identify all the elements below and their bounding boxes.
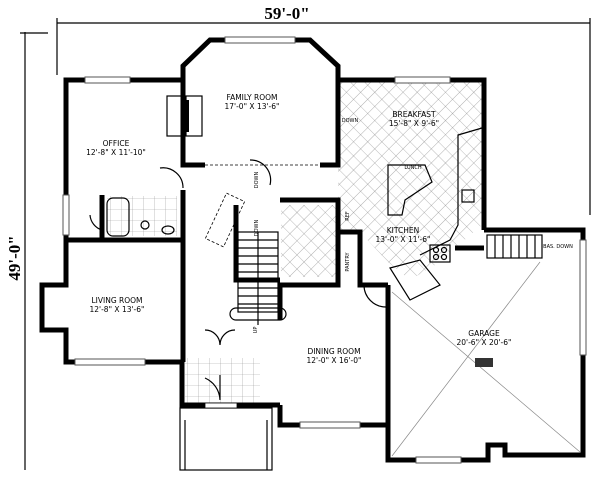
fireplace <box>166 95 203 137</box>
garage-ceiling-lines <box>391 261 581 457</box>
width-dimension: 59'-0" <box>56 4 591 215</box>
bathtub-icon <box>106 197 130 237</box>
kitchen-island <box>387 164 433 216</box>
garage-name: GARAGE <box>468 329 500 338</box>
kitchen-counters <box>387 127 483 263</box>
breakfast-size: 15'-8" X 9'-6" <box>389 119 439 128</box>
laundry-tile <box>281 205 337 277</box>
family-room-name: FAMILY ROOM <box>226 93 277 102</box>
bath-tile <box>107 196 177 236</box>
interior-walls <box>66 80 484 362</box>
down-label: DOWN <box>342 118 359 124</box>
main-staircase <box>204 192 287 325</box>
front-porch <box>179 402 273 471</box>
kitchen-name: KITCHEN <box>387 226 420 235</box>
doors <box>89 159 387 401</box>
pantry-label: PANTRY <box>345 251 351 271</box>
windows <box>62 36 587 464</box>
breakfast-kitchen-tile <box>338 82 482 280</box>
kitchen-size: 13'-0" X 11'-6" <box>376 235 431 244</box>
basement-staircase <box>389 234 543 301</box>
sink-icon <box>161 225 175 235</box>
living-room-name: LIVING ROOM <box>91 296 142 305</box>
width-dimension-label: 59'-0" <box>264 4 309 23</box>
garage-size: 20'-6" X 20'-6" <box>457 338 512 347</box>
ref-label: REF <box>345 211 351 221</box>
depth-dimension: 49'-0" <box>5 32 48 470</box>
foyer-tile <box>185 358 260 403</box>
stair-up-label: UP <box>253 327 259 334</box>
living-room-size: 12'-8" X 13'-6" <box>90 305 145 314</box>
basement-down-label: BAS. DOWN <box>543 244 573 250</box>
family-room-size: 17'-0" X 13'-6" <box>225 102 280 111</box>
stair-down-label-2: DOWN <box>254 220 260 237</box>
room-labels: FAMILY ROOM 17'-0" X 13'-6" OFFICE 12'-8… <box>86 93 573 365</box>
breakfast-name: BREAKFAST <box>392 110 436 119</box>
bathroom-fixtures <box>106 197 175 237</box>
garage-vent <box>475 358 493 367</box>
cooktop-icon <box>429 244 451 263</box>
office-size: 12'-8" X 11'-10" <box>86 148 146 157</box>
lunch-label: LUNCH <box>404 165 421 171</box>
stair-down-label: DOWN <box>254 172 260 189</box>
office-name: OFFICE <box>103 139 130 148</box>
toilet-icon <box>140 220 150 230</box>
depth-dimension-label: 49'-0" <box>5 235 24 280</box>
sink-icon <box>461 189 475 203</box>
dining-room-size: 12'-0" X 16'-0" <box>307 356 362 365</box>
dining-room-name: DINING ROOM <box>307 347 360 356</box>
